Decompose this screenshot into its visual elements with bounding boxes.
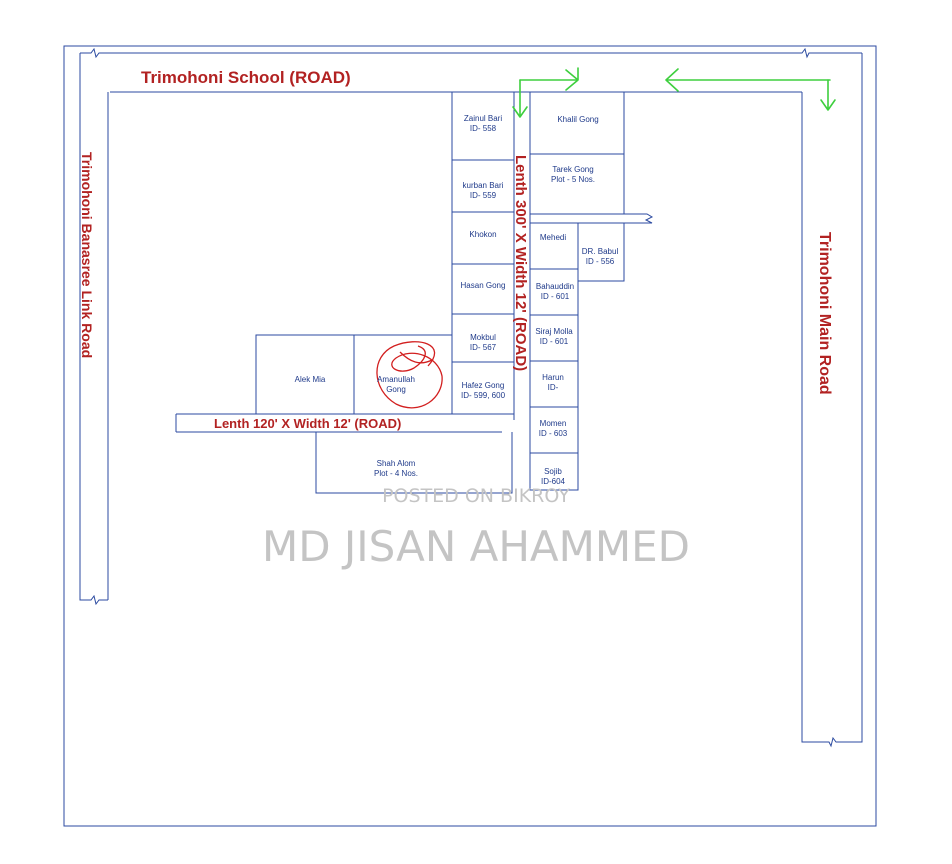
plot-label-mehedi: Mehedi (540, 233, 566, 242)
left-road-outer (79, 53, 108, 606)
red-mark-circle-icon (376, 341, 443, 409)
road-label-top: Trimohoni School (ROAD) (141, 68, 351, 87)
plot-box-mehedi (529, 222, 579, 270)
road-label-vertical: Lenth 300' X Width 12' (ROAD) (512, 155, 529, 371)
plot-box-alek (255, 334, 355, 415)
plot-label-alek: Alek Mia (295, 375, 326, 384)
plot-label-khokon: Khokon (469, 230, 496, 239)
plot-label-khalil: Khalil Gong (557, 115, 598, 124)
arrow-down-icon (820, 79, 836, 111)
road-label-horizontal: Lenth 120' X Width 12' (ROAD) (214, 416, 401, 431)
outer-frame (63, 45, 877, 827)
plot-box-sojib (529, 452, 579, 491)
arrow-left-icon (665, 68, 831, 92)
watermark-posted: POSTED ON BIKROY (382, 485, 570, 507)
arrow-left-icon-2 (519, 67, 579, 91)
plot-box-tarek (529, 153, 625, 215)
plot-box-babul (577, 222, 625, 282)
top-road-edge (80, 47, 862, 59)
plot-box-shah (315, 432, 513, 494)
right-road-outline (801, 53, 863, 748)
road-label-right: Trimohoni Main Road (816, 232, 833, 395)
arrow-down-icon-2 (512, 79, 528, 118)
plot-label-hasan: Hasan Gong (461, 281, 506, 290)
side-lane (530, 213, 654, 224)
watermark-name: MD JISAN AHAMMED (262, 522, 690, 571)
road-label-left: Trimohoni Banasree Link Road (79, 152, 95, 358)
